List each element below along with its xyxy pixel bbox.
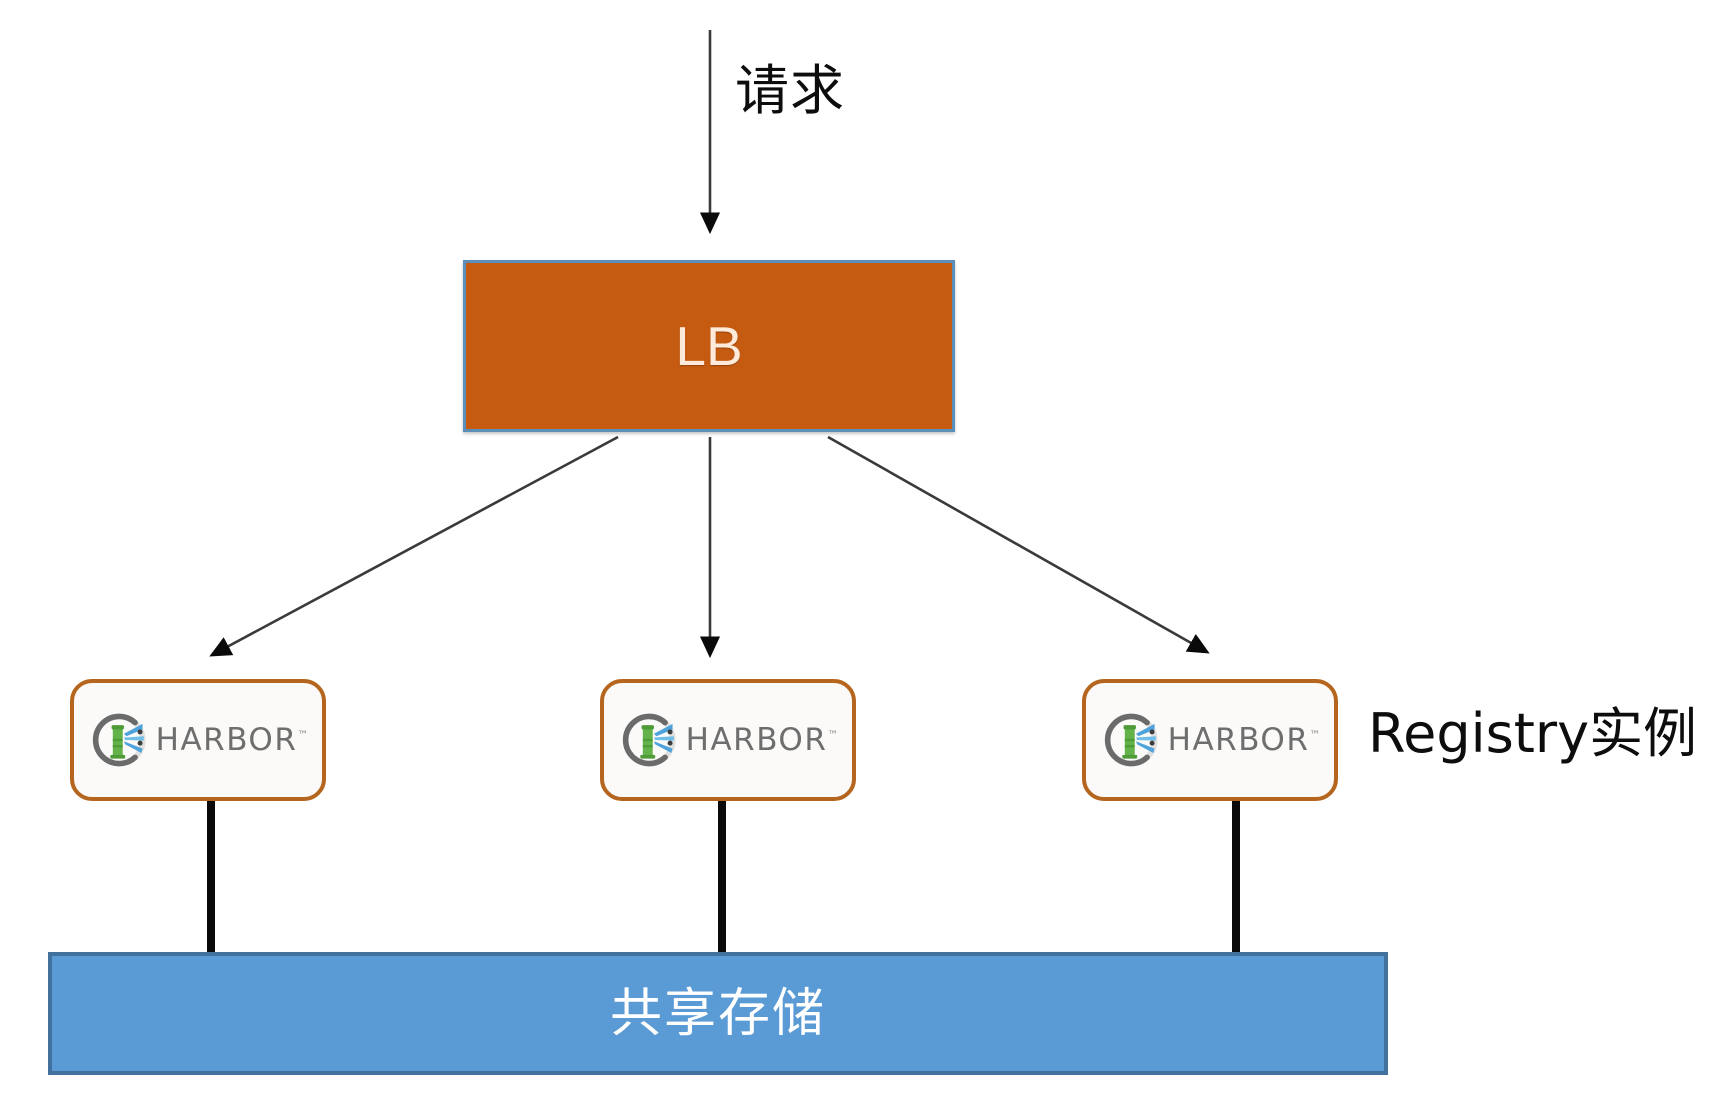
harbor-lighthouse-icon [1104,713,1158,767]
harbor-trademark: ™ [297,728,309,742]
harbor-wordmark: HARBOR™ [1167,721,1321,758]
shared-storage-node[interactable]: 共享存储 [48,952,1388,1075]
harbor-instance-node[interactable]: HARBOR™ [70,679,326,801]
registry-instances-label: Registry实例 [1368,702,1698,765]
harbor-wordmark: HARBOR™ [155,721,309,758]
harbor-lighthouse-icon [92,713,146,767]
shared-storage-label: 共享存储 [609,983,826,1044]
harbor-trademark: ™ [1309,728,1321,742]
harbor-wordmark-text: HARBOR [155,721,298,758]
harbor-lighthouse-icon [622,713,676,767]
harbor-instance-node[interactable]: HARBOR™ [600,679,856,801]
harbor-trademark: ™ [827,728,839,742]
request-label: 请求 [735,59,845,122]
harbor-wordmark-text: HARBOR [685,721,828,758]
harbor-logo: HARBOR™ [618,709,839,771]
harbor-wordmark-text: HARBOR [1167,721,1310,758]
lb-to-harbor-1-arrow [209,435,619,657]
harbor-instance-node[interactable]: HARBOR™ [1082,679,1338,801]
harbor-logo: HARBOR™ [88,709,309,771]
load-balancer-node[interactable]: LB [463,260,955,432]
lb-to-harbor-3-arrow [827,435,1210,654]
load-balancer-label: LB [675,314,743,377]
harbor-wordmark: HARBOR™ [685,721,839,758]
harbor-logo: HARBOR™ [1100,709,1321,771]
